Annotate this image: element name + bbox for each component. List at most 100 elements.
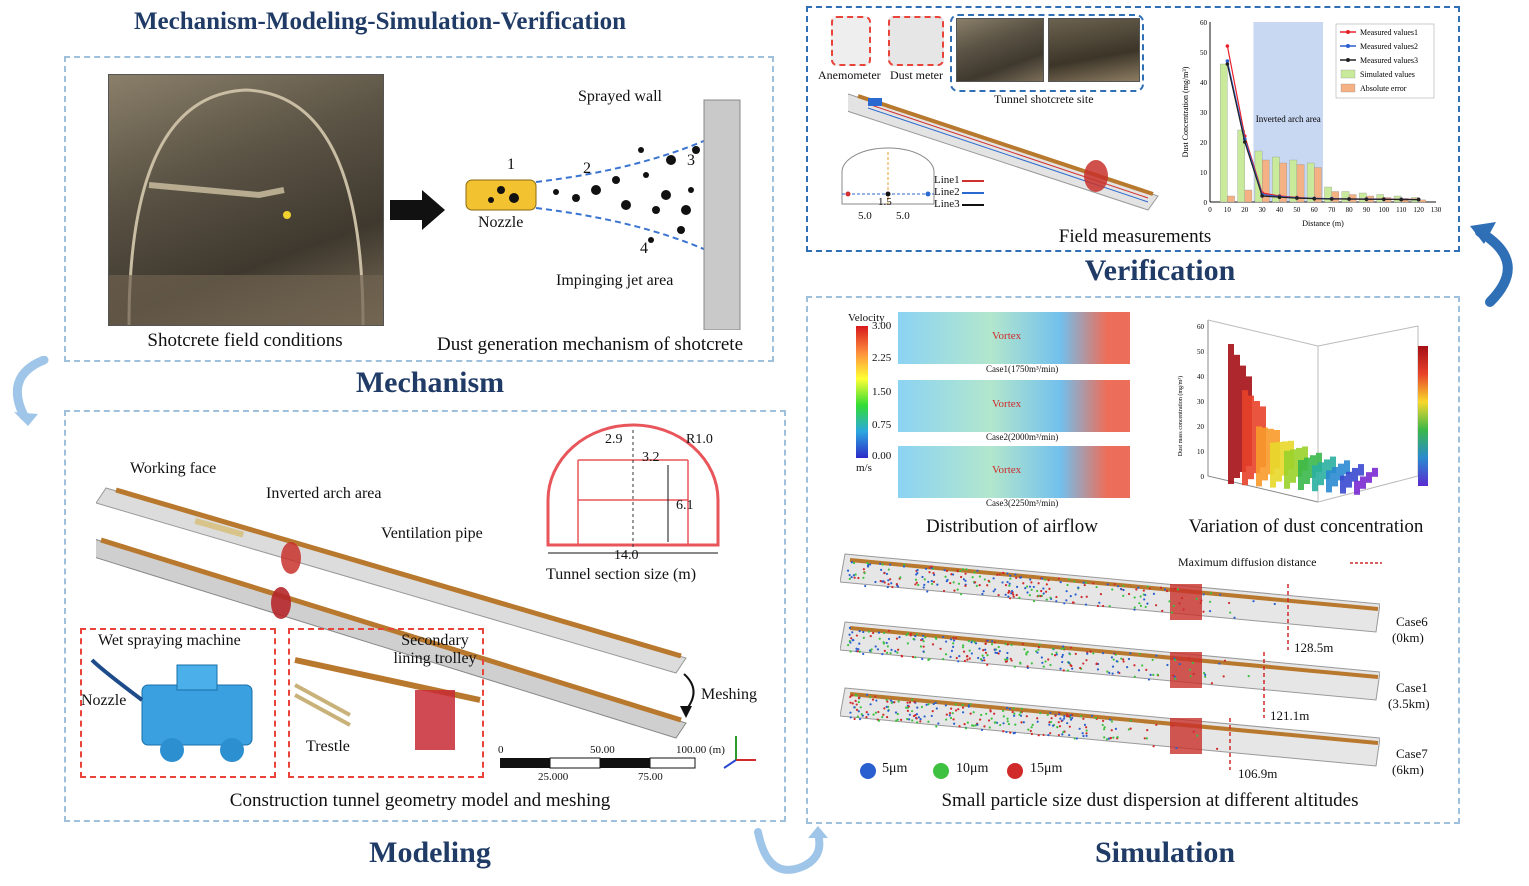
dust-particle bbox=[1046, 713, 1049, 716]
dust-particle bbox=[978, 647, 981, 650]
dust-particle bbox=[903, 563, 906, 566]
dust-particle bbox=[1053, 654, 1057, 657]
dust-particle bbox=[935, 725, 938, 728]
dust-particle bbox=[963, 659, 966, 663]
dust-particle bbox=[1045, 598, 1048, 601]
dust-particle bbox=[958, 654, 961, 658]
dust-particle bbox=[1080, 714, 1083, 718]
dust-particle bbox=[949, 581, 952, 585]
dust-particle bbox=[1090, 714, 1094, 717]
dust-particle bbox=[1067, 661, 1070, 664]
dust-particle bbox=[1159, 586, 1163, 589]
dust-particle bbox=[1015, 585, 1019, 588]
velocity-tick-3: 0.75 bbox=[872, 419, 892, 431]
dust-particle bbox=[1002, 572, 1005, 575]
dim-2-9: 2.9 bbox=[605, 432, 623, 447]
dust-particle bbox=[874, 645, 877, 648]
secondary-lining-label: Secondary lining trolley bbox=[393, 632, 477, 667]
y-tick-label: 60 bbox=[1200, 19, 1208, 27]
case6-name: Case6 bbox=[1396, 614, 1428, 629]
dust-particle bbox=[931, 643, 935, 646]
dust-particle bbox=[927, 703, 930, 706]
dust-particle bbox=[1122, 658, 1125, 661]
dust-particle bbox=[985, 712, 988, 715]
dust-particle bbox=[1015, 576, 1018, 579]
dust-particle bbox=[1004, 658, 1007, 661]
dust-particle bbox=[1004, 584, 1008, 587]
dust-particle bbox=[948, 711, 952, 715]
mechanism-number-4: 4 bbox=[640, 240, 648, 257]
dust-particle bbox=[1199, 601, 1202, 605]
dust-particle bbox=[987, 719, 991, 722]
dust-particle bbox=[1187, 657, 1190, 660]
dust-particle bbox=[1085, 595, 1088, 598]
dim-1-5: 1.5 bbox=[878, 196, 892, 208]
dust-particle bbox=[1065, 590, 1068, 593]
dust-particle bbox=[868, 649, 872, 652]
case1-alt: (3.5km) bbox=[1388, 696, 1430, 711]
dust-particle bbox=[858, 630, 861, 633]
dust-particle bbox=[1008, 582, 1011, 585]
dust-particle bbox=[957, 708, 960, 711]
dust-particle bbox=[851, 702, 854, 705]
dust-particle bbox=[1049, 663, 1052, 667]
dust-particle bbox=[1103, 726, 1106, 729]
dust-particle bbox=[927, 720, 930, 723]
dust-particle bbox=[1086, 652, 1089, 655]
dust-particle bbox=[1129, 652, 1132, 655]
dust-particle bbox=[1161, 609, 1164, 613]
x-tick-label: 0 bbox=[1208, 206, 1212, 214]
dust-particle bbox=[858, 642, 861, 645]
dust-particle bbox=[855, 703, 858, 706]
bar3d-bar bbox=[1256, 426, 1262, 487]
point-measured-values3 bbox=[1277, 195, 1282, 199]
legend-marker bbox=[1346, 58, 1350, 62]
lining-trolley-icon bbox=[294, 657, 481, 750]
dust-particle bbox=[945, 569, 949, 573]
dispersion-pipe bbox=[849, 692, 1379, 745]
dust-particle bbox=[1012, 732, 1015, 735]
dust-particle bbox=[993, 721, 997, 724]
dust-particle bbox=[913, 700, 916, 704]
dust-particle bbox=[862, 630, 865, 634]
dust-particle bbox=[1202, 610, 1205, 613]
dust-particle bbox=[881, 563, 884, 566]
dust-particle bbox=[973, 571, 976, 574]
dust-particle bbox=[852, 574, 855, 577]
dust-particle bbox=[1051, 653, 1054, 656]
dust-particle bbox=[928, 566, 931, 569]
bar3d-bar bbox=[1360, 476, 1366, 489]
dust-particle bbox=[1042, 592, 1045, 595]
dust-particle bbox=[1055, 653, 1058, 656]
dust-particle bbox=[897, 700, 900, 703]
dust-particle bbox=[1025, 585, 1029, 588]
dust-particle bbox=[881, 715, 884, 719]
dust-particle bbox=[950, 707, 953, 710]
x-tick-label: 80 bbox=[1346, 206, 1354, 214]
dust-particle bbox=[848, 626, 852, 629]
airflow-case2 bbox=[898, 380, 1130, 432]
dust-particle bbox=[899, 576, 902, 579]
dust-particle bbox=[1059, 667, 1062, 670]
dust-particle bbox=[942, 658, 945, 661]
dust-particle bbox=[849, 695, 852, 699]
scale-0: 0 bbox=[498, 744, 504, 756]
dust-particle bbox=[915, 717, 918, 720]
dust-particle bbox=[1147, 678, 1151, 681]
bar3d-bar bbox=[1346, 471, 1352, 488]
bar3d-bar bbox=[1312, 465, 1318, 492]
bar3d-bar bbox=[1354, 480, 1360, 495]
legend-5um: 5μm bbox=[882, 761, 908, 776]
case7-alt: (6km) bbox=[1392, 762, 1424, 777]
dust-particle bbox=[1014, 723, 1017, 726]
dust-particle bbox=[1175, 746, 1178, 750]
legend-marker bbox=[1346, 30, 1350, 34]
tunnel-geometry-model bbox=[96, 487, 687, 739]
dust-particle bbox=[862, 652, 865, 656]
bar3d-bar bbox=[1344, 460, 1350, 475]
dust-particle bbox=[862, 576, 865, 579]
dust-particle bbox=[1073, 737, 1076, 740]
dispersion-caption: Small particle size dust dispersion at d… bbox=[941, 790, 1359, 811]
dust-particle bbox=[1146, 585, 1149, 588]
dust-particle bbox=[1073, 580, 1076, 583]
